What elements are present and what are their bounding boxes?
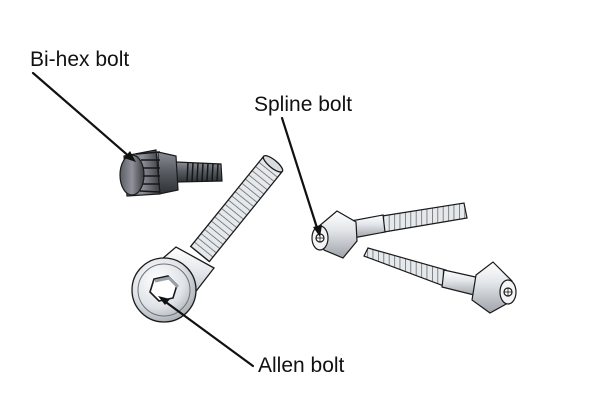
leader-lines [31,71,320,368]
spline-leader-line [280,116,320,233]
bihex-leader-line [31,71,133,160]
spline-arrowhead [313,225,322,237]
allen-arrowhead [158,296,170,305]
allen-bolt [131,155,284,323]
allen-bolt-label: Allen bolt [258,354,345,377]
leader-arrowheads [124,151,322,305]
bi-hex-bolt-label: Bi-hex bolt [30,48,130,71]
bi-hex-bolt [119,149,223,197]
spline-bolt-label: Spline bolt [254,93,353,116]
spline-bolt-upper [311,202,468,259]
bihex-arrowhead [124,151,136,162]
spline-bolt-lower [363,247,517,314]
allen-leader-line [161,298,255,368]
